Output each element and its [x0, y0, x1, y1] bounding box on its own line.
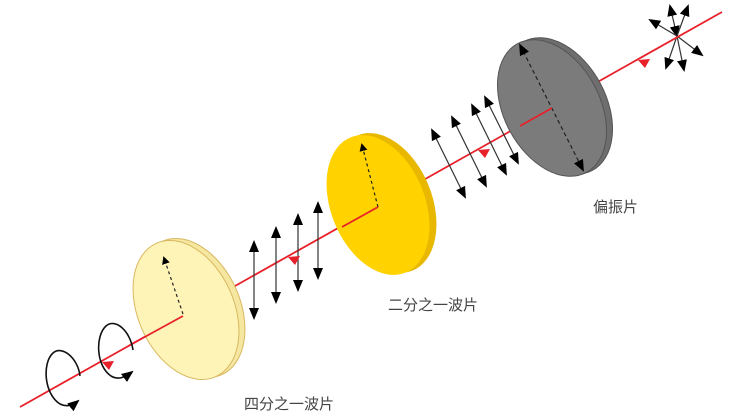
quarter-wave-plate — [129, 238, 246, 380]
polarizer-plate — [496, 37, 614, 177]
half-wave-plate-label: 二分之一波片 — [388, 296, 479, 314]
half-wave-plate — [326, 133, 437, 275]
circular-polarization-icon — [45, 322, 134, 412]
tilted-polarization-arrows — [431, 95, 519, 199]
quarter-wave-plate-label: 四分之一波片 — [244, 395, 335, 413]
unpolarized-light-icon — [648, 4, 704, 72]
polarizer-label: 偏振片 — [593, 198, 639, 216]
beam-direction-arrows — [102, 59, 650, 370]
vertical-polarization-arrows — [249, 201, 323, 320]
